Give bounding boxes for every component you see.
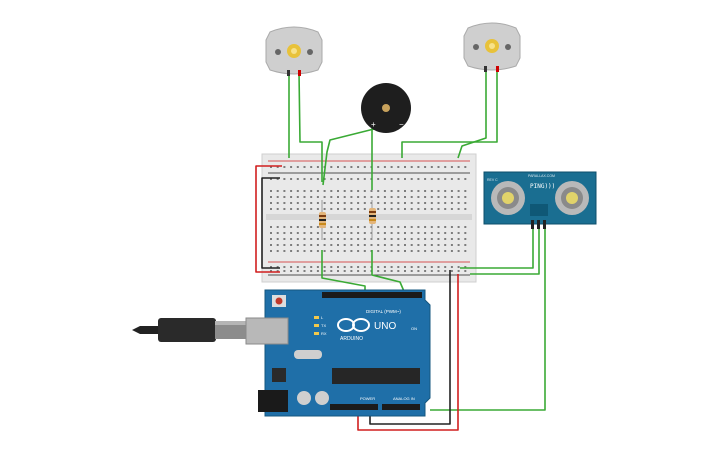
buzzer-minus-label: − — [399, 120, 404, 129]
power-label: POWER — [360, 396, 375, 401]
usb-cable[interactable] — [132, 318, 265, 342]
piezo-buzzer[interactable]: + − — [361, 83, 411, 133]
digital-label: DIGITAL (PWM~) — [366, 309, 401, 314]
sensor-model-label: PING))) — [530, 183, 555, 190]
sensor-brand-label: PARALLAX.COM — [528, 174, 555, 178]
breadboard-holes — [270, 166, 467, 272]
ultrasonic-sensor[interactable]: PING))) PARALLAX.COM REV C — [483, 171, 597, 229]
on-label: ON — [411, 326, 417, 331]
arduino-logo — [337, 318, 370, 332]
wires — [255, 68, 546, 431]
board-model-label: UNO — [374, 321, 396, 332]
board-brand-label: ARDUINO — [340, 336, 363, 342]
arduino-uno[interactable]: UNO ARDUINO DIGITAL (PWM~) POWER ANALOG … — [245, 289, 431, 417]
led-label-l: L — [321, 315, 324, 320]
led-label-tx: TX — [321, 323, 326, 328]
dc-motor[interactable] — [463, 22, 521, 72]
led-label-rx: RX — [321, 331, 327, 336]
analog-label: ANALOG IN — [393, 396, 415, 401]
dc-motor[interactable] — [265, 26, 323, 76]
resistor[interactable] — [369, 200, 376, 240]
resistor[interactable] — [319, 200, 326, 240]
sensor-rev-label: REV C — [487, 178, 498, 182]
buzzer-plus-label: + — [371, 120, 376, 129]
